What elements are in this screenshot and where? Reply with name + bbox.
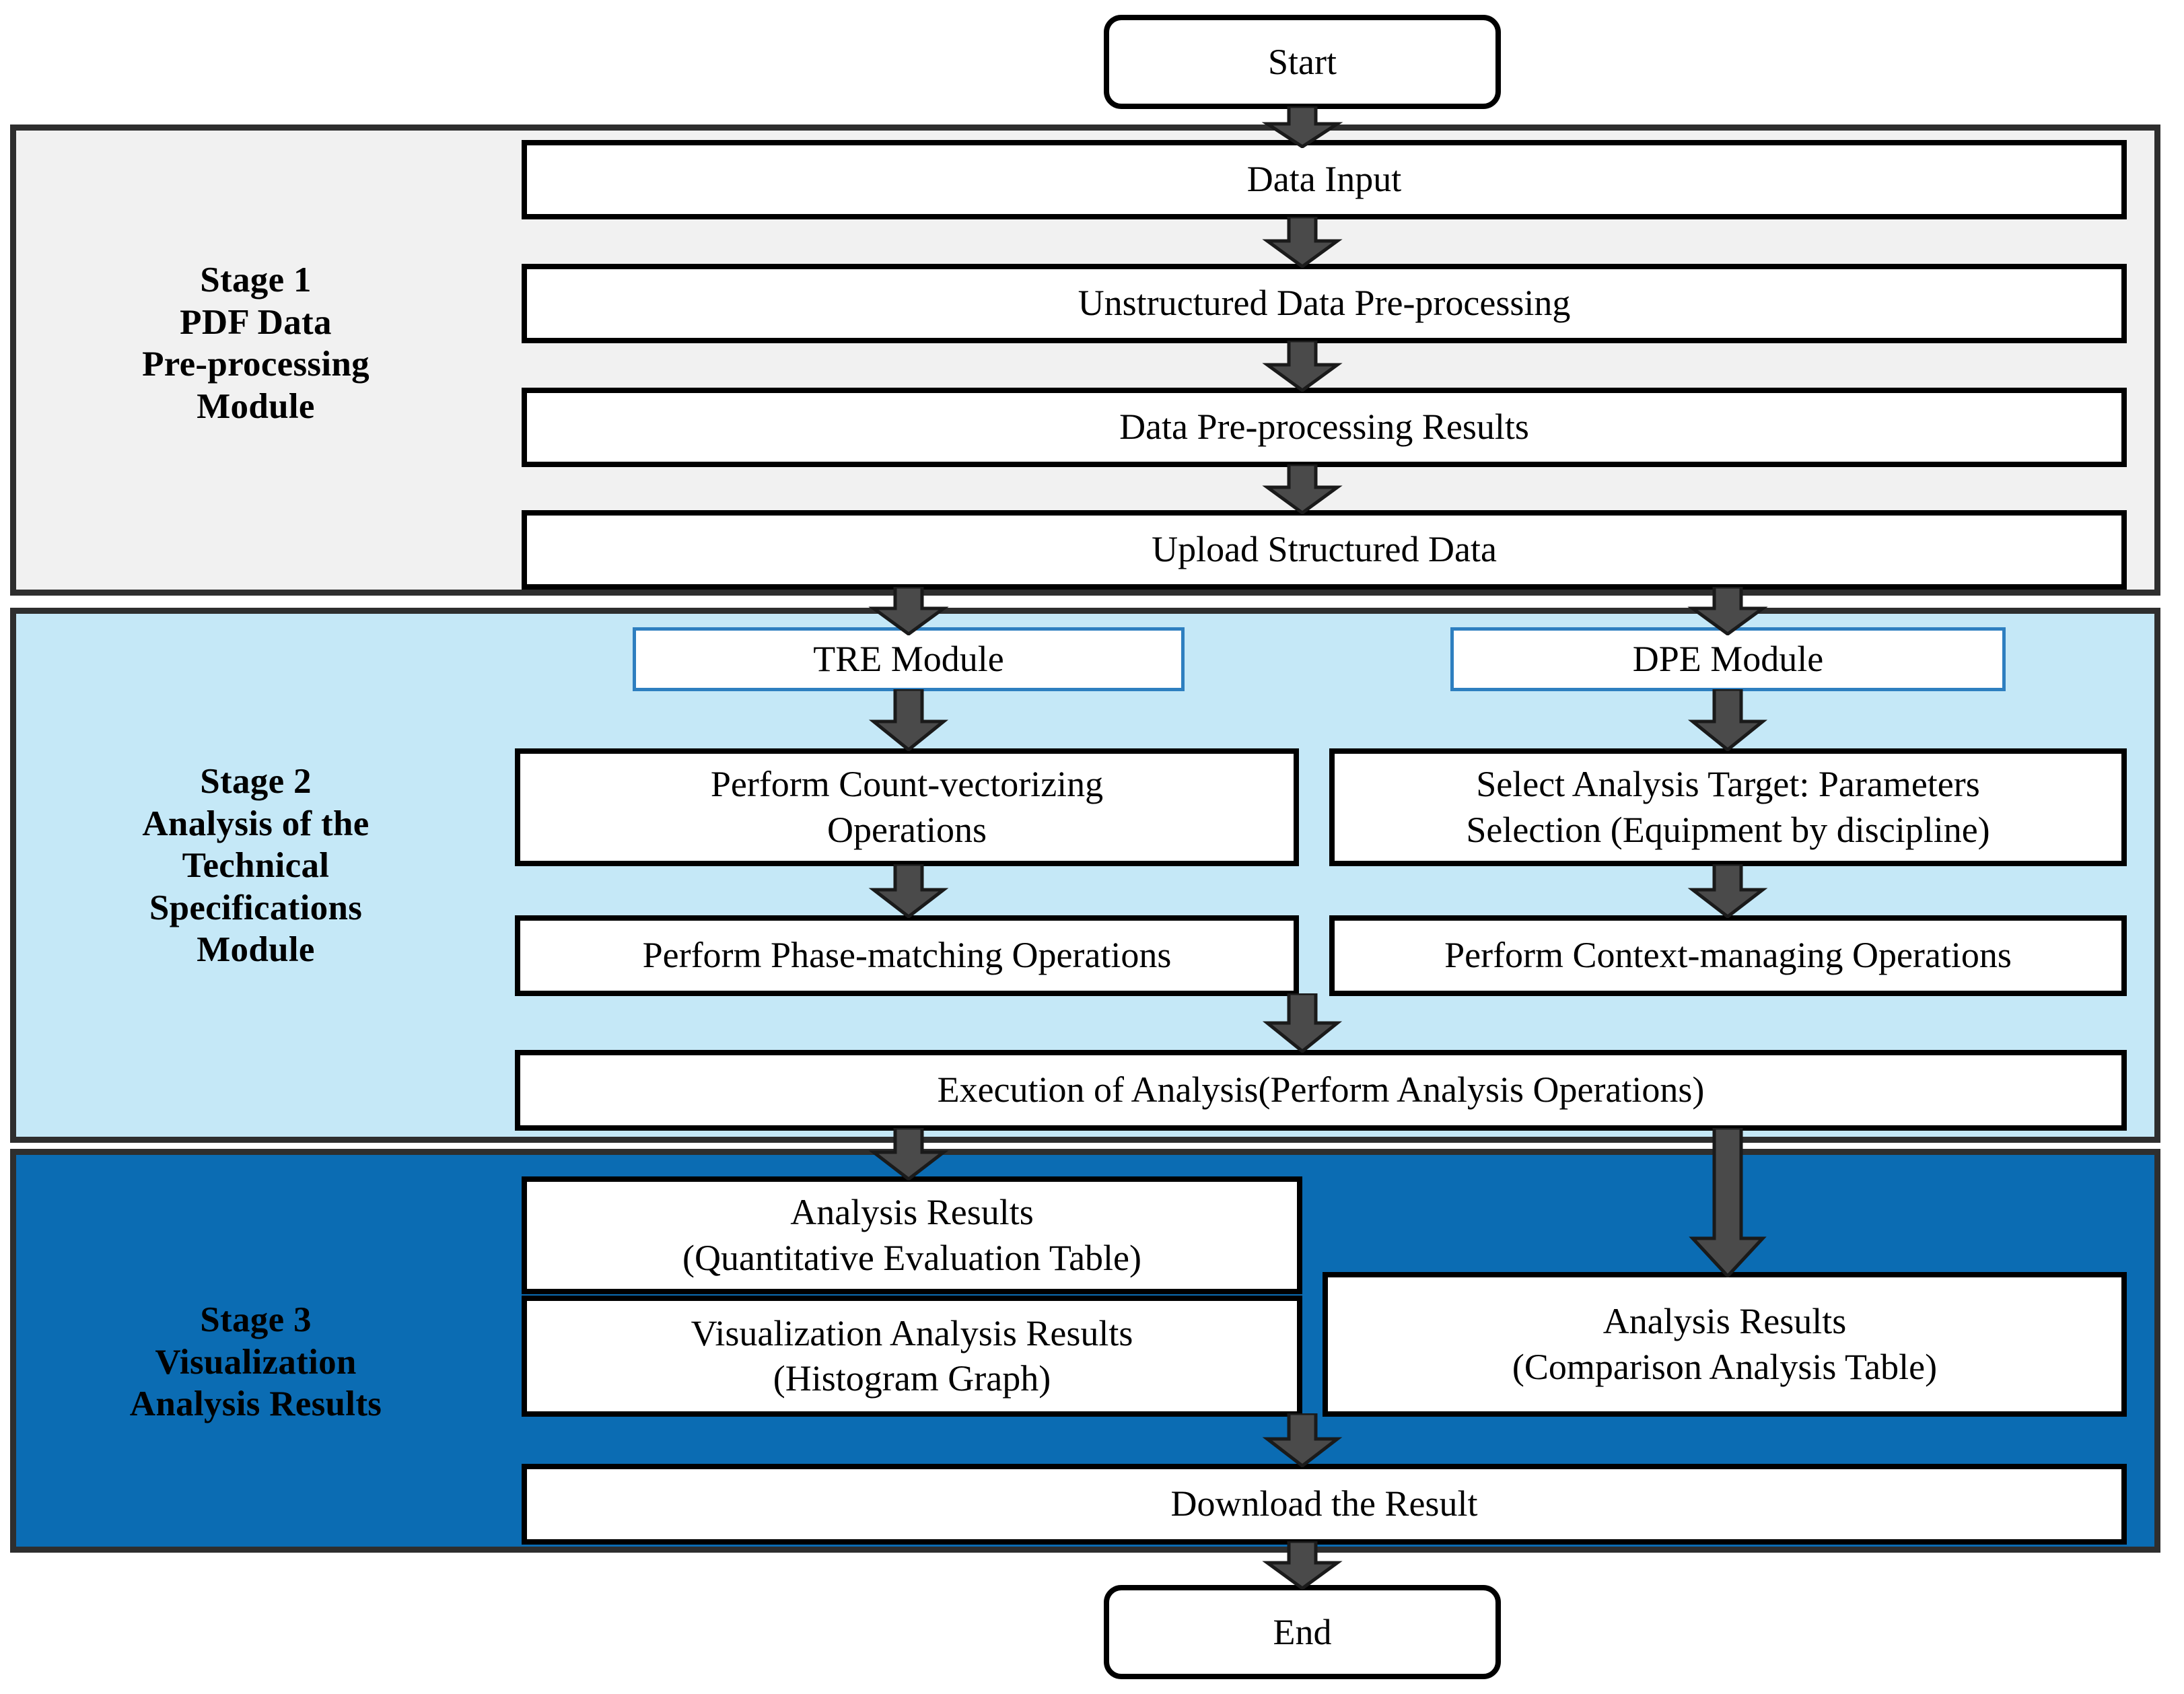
box-tre-module[interactable]: TRE Module <box>633 627 1185 691</box>
box-select-analysis-target-line-1: Select Analysis Target: Parameters <box>1476 764 1980 804</box>
box-count-vectorizing-line-2: Operations <box>827 809 987 850</box>
stage-2-label-line-1: Stage 2 <box>200 762 312 801</box>
box-comparison-analysis-line-2: (Comparison Analysis Table) <box>1512 1346 1938 1387</box>
arrow-unstructured-to-results <box>1257 341 1347 392</box>
box-quantitative-evaluation-line-2: (Quantitative Evaluation Table) <box>682 1237 1141 1278</box>
box-execution-of-analysis[interactable]: Execution of Analysis(Perform Analysis O… <box>515 1050 2127 1131</box>
box-data-input-label: Data Input <box>1246 159 1402 200</box>
stage-2-label-line-2: Analysis of the <box>142 804 369 843</box>
box-phase-matching[interactable]: Perform Phase-matching Operations <box>515 915 1299 996</box>
box-histogram-graph-line-2: (Histogram Graph) <box>773 1358 1051 1399</box>
stage-1-label-line-1: Stage 1 <box>200 260 312 299</box>
box-quantitative-evaluation-table[interactable]: Analysis Results (Quantitative Evaluatio… <box>522 1176 1302 1294</box>
box-upload-structured-data-label: Upload Structured Data <box>1152 529 1497 570</box>
stage-1-label-line-2: PDF Data <box>180 302 332 342</box>
end-label: End <box>1273 1612 1332 1652</box>
arrow-execution-to-quantitative-table <box>864 1128 954 1180</box>
stage-2-label-line-5: Module <box>197 930 315 970</box>
box-preprocessing-results-label: Data Pre-processing Results <box>1119 407 1529 448</box>
arrow-select-target-to-context-managing <box>1683 864 1773 918</box>
end-terminator[interactable]: End <box>1104 1585 1501 1679</box>
stage-1-label-line-4: Module <box>197 386 315 426</box>
box-execution-of-analysis-label: Execution of Analysis(Perform Analysis O… <box>937 1069 1705 1110</box>
stage-2-label-line-3: Technical <box>182 846 330 886</box>
box-select-analysis-target[interactable]: Select Analysis Target: Parameters Selec… <box>1329 748 2127 866</box>
box-data-input[interactable]: Data Input <box>522 140 2127 219</box>
stage-1-label-line-3: Pre-processing <box>142 345 369 384</box>
arrow-tre-to-count-vectorizing <box>864 689 954 751</box>
box-histogram-graph[interactable]: Visualization Analysis Results (Histogra… <box>522 1296 1302 1417</box>
box-count-vectorizing[interactable]: Perform Count-vectorizing Operations <box>515 748 1299 866</box>
arrow-upload-to-tre-module <box>864 587 954 635</box>
box-unstructured-preprocessing-label: Unstructured Data Pre-processing <box>1078 283 1571 324</box>
arrow-merge-to-execution-of-analysis <box>1257 993 1347 1053</box>
stage-2-label: Stage 2 Analysis of the Technical Specif… <box>40 761 471 971</box>
box-context-managing-label: Perform Context-managing Operations <box>1444 935 2012 976</box>
box-context-managing[interactable]: Perform Context-managing Operations <box>1329 915 2127 996</box>
stage-1-label: Stage 1 PDF Data Pre-processing Module <box>40 259 471 427</box>
box-quantitative-evaluation-line-1: Analysis Results <box>790 1192 1034 1232</box>
box-preprocessing-results[interactable]: Data Pre-processing Results <box>522 388 2127 467</box>
box-download-the-result[interactable]: Download the Result <box>522 1464 2127 1545</box>
box-tre-module-label: TRE Module <box>813 638 1004 679</box>
stage-2-label-line-4: Specifications <box>149 888 363 927</box>
box-select-analysis-target-line-2: Selection (Equipment by discipline) <box>1466 809 1990 850</box>
box-comparison-analysis-table[interactable]: Analysis Results (Comparison Analysis Ta… <box>1323 1272 2127 1417</box>
box-phase-matching-label: Perform Phase-matching Operations <box>642 935 1172 976</box>
stage-3-label-line-2: Visualization <box>155 1342 357 1382</box>
stage-3-label: Stage 3 Visualization Analysis Results <box>40 1299 471 1425</box>
box-upload-structured-data[interactable]: Upload Structured Data <box>522 510 2127 590</box>
box-download-the-result-label: Download the Result <box>1170 1483 1478 1524</box>
arrow-dpe-to-select-target <box>1683 689 1773 751</box>
arrow-execution-to-comparison-table <box>1683 1128 1773 1277</box>
box-unstructured-preprocessing[interactable]: Unstructured Data Pre-processing <box>522 264 2127 343</box>
arrow-start-to-data-input <box>1257 106 1347 148</box>
start-terminator[interactable]: Start <box>1104 15 1501 109</box>
stage-3-label-line-3: Analysis Results <box>129 1384 382 1424</box>
arrow-upload-to-dpe-module <box>1683 587 1773 635</box>
arrow-data-input-to-unstructured <box>1257 217 1347 268</box>
start-label: Start <box>1268 42 1337 82</box>
arrow-histogram-to-download <box>1257 1413 1347 1467</box>
stage-3-label-line-1: Stage 3 <box>200 1300 312 1339</box>
arrow-download-to-end <box>1257 1541 1347 1590</box>
box-dpe-module[interactable]: DPE Module <box>1450 627 2006 691</box>
box-histogram-graph-line-1: Visualization Analysis Results <box>691 1312 1133 1353</box>
arrow-results-to-upload <box>1257 464 1347 514</box>
box-count-vectorizing-line-1: Perform Count-vectorizing <box>710 764 1104 804</box>
box-dpe-module-label: DPE Module <box>1632 638 1824 679</box>
arrow-count-vectorizing-to-phase-matching <box>864 864 954 918</box>
box-comparison-analysis-line-1: Analysis Results <box>1602 1301 1847 1341</box>
